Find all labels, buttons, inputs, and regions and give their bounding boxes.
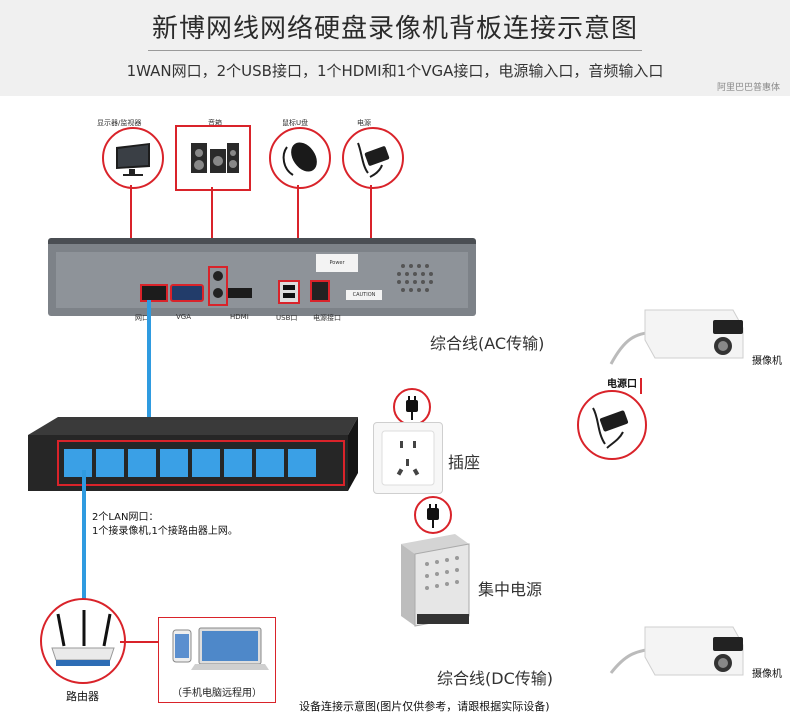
nvr-usb-ports <box>278 280 300 304</box>
font-watermark: 阿里巴巴普惠体 <box>716 83 780 93</box>
phone-icon <box>172 627 269 670</box>
nvr-back-panel: Power CAUTION <box>48 238 476 316</box>
router-circle <box>40 598 126 684</box>
page-title: 新博网线网络硬盘录像机背板连接示意图 <box>151 14 638 44</box>
nvr-lan-port <box>140 284 168 302</box>
footer-note: 设备连接示意图(图片仅供参考，请跟根据实际设备) <box>299 700 550 713</box>
network-switch <box>28 417 358 491</box>
port-label-lan: 网口 <box>135 314 149 322</box>
speaker-icon <box>191 143 239 173</box>
nvr-vga-port <box>170 284 204 302</box>
camera-power-circle <box>577 390 647 460</box>
monitor-circle <box>102 127 164 189</box>
nvr-audio-ports <box>208 266 228 306</box>
lan-note-line2: 1个接录像机,1个接路由器上网。 <box>92 526 238 537</box>
label-psu: 集中电源 <box>478 580 543 599</box>
line-mouse <box>297 185 299 277</box>
label-power: 电源 <box>357 119 371 127</box>
router-label: 路由器 <box>66 690 99 703</box>
line-power <box>370 185 372 277</box>
power-adapter-icon <box>357 142 390 178</box>
camera-power-label: 电源口 <box>607 379 637 390</box>
camera-top-label: 摄像机 <box>752 356 782 367</box>
plug-circle-top <box>393 388 431 426</box>
port-label-usb: USB口 <box>276 314 298 322</box>
label-monitor: 显示器/监视器 <box>97 119 142 127</box>
port-label-vga: VGA <box>176 313 192 321</box>
camera-icon <box>609 626 744 676</box>
cable-switch-router <box>82 470 86 620</box>
label-mouse: 鼠标U盘 <box>282 119 309 127</box>
laptop-icon <box>191 627 269 670</box>
plug-circle-psu <box>414 496 452 534</box>
line-router-remote <box>120 641 160 643</box>
nvr-caution-label: CAUTION <box>346 290 382 300</box>
line-monitor <box>130 185 132 282</box>
line-speaker <box>211 187 213 275</box>
mouse-icon <box>282 142 317 176</box>
monitor-icon <box>116 143 150 176</box>
nvr-vent <box>397 264 433 292</box>
plug-icon <box>406 396 418 420</box>
nvr-power-port <box>310 280 330 302</box>
nvr-hdmi-port <box>228 288 252 298</box>
cable-nvr-switch <box>147 300 151 440</box>
lan-note-line1: 2个LAN网口： <box>92 512 159 523</box>
remote-label: （手机电脑远程用） <box>172 688 262 699</box>
title-divider <box>148 50 642 51</box>
socket-icon <box>381 430 435 486</box>
plug-icon <box>427 504 439 528</box>
label-cable-dc: 综合线(DC传输) <box>437 669 553 688</box>
label-socket: 插座 <box>448 453 481 472</box>
page-subtitle: 1WAN网口，2个USB接口，1个HDMI和1个VGA接口，电源输入口，音频输入… <box>126 62 664 80</box>
header-band: 新博网线网络硬盘录像机背板连接示意图 1WAN网口，2个USB接口，1个HDMI… <box>0 0 790 96</box>
line-camera-power <box>640 378 642 394</box>
label-cable-ac: 综合线(AC传输) <box>430 334 545 353</box>
port-label-hdmi: HDMI <box>230 313 249 321</box>
camera-icon <box>609 309 744 365</box>
power-adapter-icon <box>592 407 629 449</box>
router-icon <box>51 610 115 666</box>
remote-access-box: （手机电脑远程用） <box>158 617 276 703</box>
port-label-power: 电源接口 <box>313 314 341 322</box>
speaker-box <box>175 125 251 191</box>
power-supply-unit <box>401 534 470 627</box>
nvr-panel-face <box>56 252 468 308</box>
power-circle <box>342 127 404 189</box>
wall-socket <box>373 422 443 494</box>
nvr-sticker: Power <box>316 254 358 272</box>
mouse-circle <box>269 127 331 189</box>
label-speaker: 音箱 <box>208 119 222 127</box>
camera-bottom-label: 摄像机 <box>752 669 782 680</box>
